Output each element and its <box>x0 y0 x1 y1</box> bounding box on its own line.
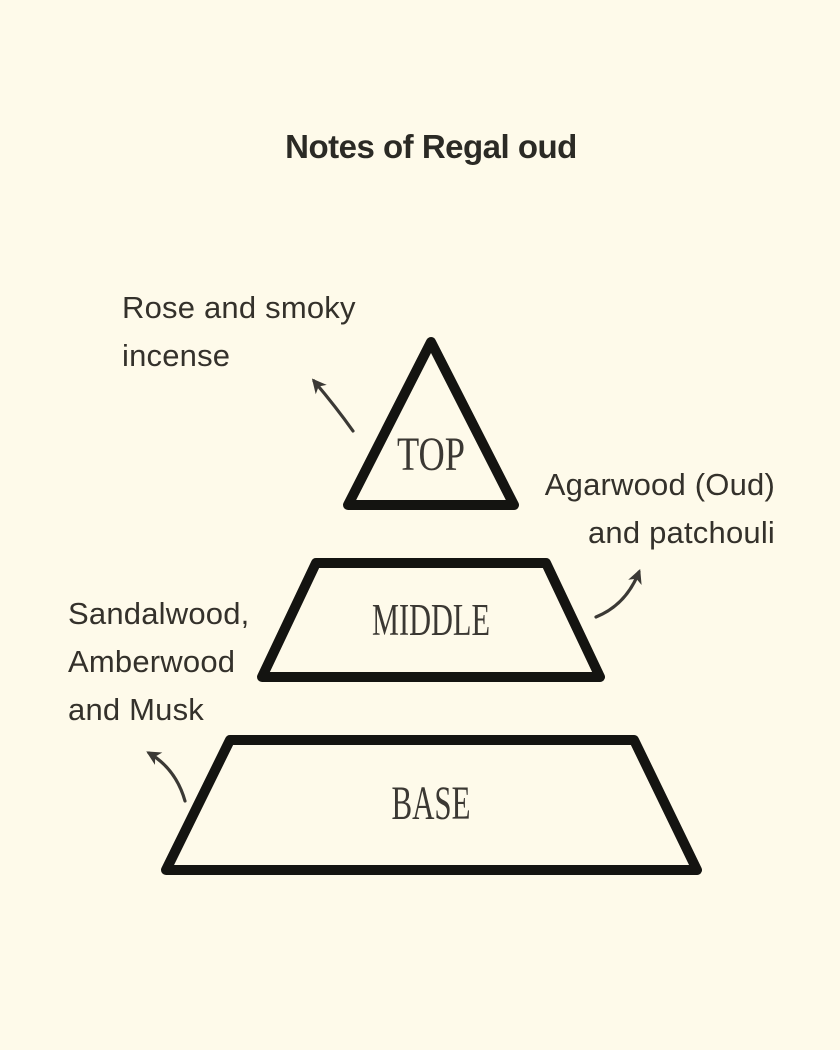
note-base-line-3: and Musk <box>68 692 204 727</box>
pyramid-middle-label: MIDDLE <box>372 595 490 645</box>
note-base: Sandalwood, Amberwood and Musk <box>68 590 249 734</box>
note-base-line-1: Sandalwood, <box>68 596 250 631</box>
pyramid-base-label: BASE <box>392 777 471 830</box>
pyramid-top-label: TOP <box>397 428 465 481</box>
note-top: Rose and smoky incense <box>122 284 356 380</box>
note-middle-line-2: and patchouli <box>587 515 775 550</box>
top-note-arrow <box>311 378 355 433</box>
note-top-line-2: incense <box>122 338 231 373</box>
base-note-arrow <box>146 751 187 803</box>
note-base-line-2: Amberwood <box>68 644 236 679</box>
pyramid-middle-shape <box>257 558 605 682</box>
note-middle-line-1: Agarwood (Oud) <box>544 467 775 502</box>
pyramid-base-shape <box>161 735 702 875</box>
note-top-line-1: Rose and smoky <box>122 290 356 325</box>
note-middle: Agarwood (Oud) and patchouli <box>545 461 775 557</box>
page-title: Notes of Regal oud <box>285 128 577 165</box>
pyramid-top-shape <box>343 337 519 510</box>
middle-note-arrow <box>594 569 642 619</box>
